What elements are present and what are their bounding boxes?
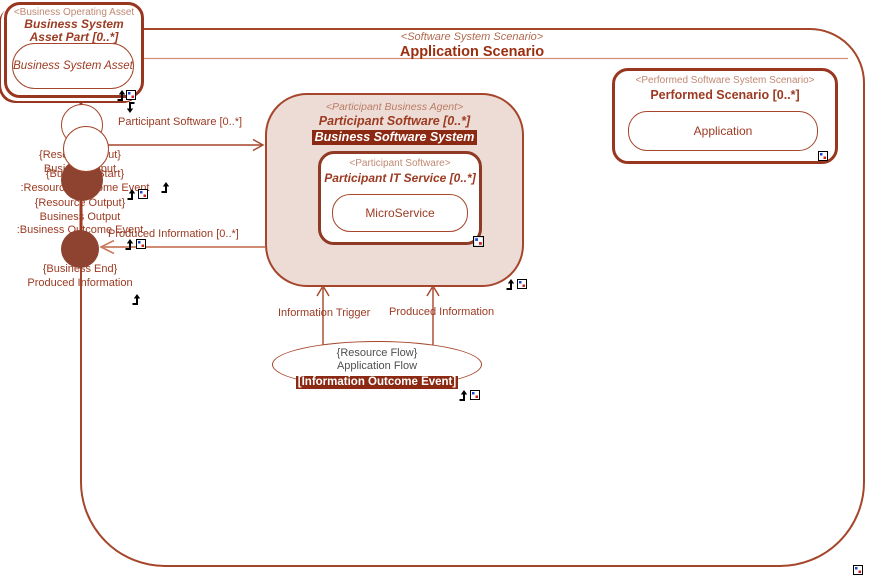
participant-software-box[interactable]: <Participant Business Agent> Participant…	[265, 93, 524, 287]
model-reference-icon[interactable]	[473, 236, 484, 248]
participant-box-title: Participant Software [0..*]	[318, 114, 471, 128]
it-box-stereotype: <Participant Software>	[349, 158, 451, 169]
microservice-label: MicroService	[365, 206, 435, 220]
model-reference-icon[interactable]	[136, 239, 147, 251]
asset-instance-label: Business System Asset	[13, 60, 133, 72]
it-box-title: Participant IT Service [0..*]	[324, 171, 476, 185]
microservice-capsule[interactable]: MicroService	[332, 194, 468, 232]
business-end-label: {Business End} Produced Information	[0, 263, 160, 290]
model-reference-icon[interactable]	[138, 189, 149, 201]
event-circle-filled-2[interactable]	[61, 230, 99, 268]
goto-arrow-icon[interactable]	[160, 182, 171, 194]
application-capsule[interactable]: Application	[628, 111, 818, 151]
asset-box-stereotype: <Business Operating Asset	[13, 7, 135, 18]
produced-information-bottom-connector-label: Produced Information	[389, 306, 495, 318]
goto-arrow-icon[interactable]	[505, 279, 516, 291]
application-scenario-title: <Software System Scenario> Application S…	[80, 31, 864, 60]
resource-output-line1: {Resource Output}	[34, 197, 126, 209]
flow-stereotype: {Resource Flow}	[336, 347, 418, 359]
goto-arrow-icon[interactable]	[124, 239, 135, 251]
application-label: Application	[693, 124, 753, 138]
connector-participant-software[interactable]	[100, 138, 265, 152]
participant-box-stereotype: <Participant Business Agent>	[325, 101, 464, 113]
goto-arrow-down-icon[interactable]	[125, 101, 136, 113]
flow-name: Application Flow	[336, 359, 418, 372]
resource-output-line2: Business Output	[39, 210, 121, 223]
resource-output-label: {Resource Output} Business Output :Busin…	[0, 197, 160, 238]
participant-software-connector-label: Participant Software [0..*]	[118, 116, 243, 128]
model-reference-icon[interactable]	[818, 151, 829, 163]
produced-information-left-connector-label: Produced Information [0..*]	[108, 228, 239, 240]
participant-box-selected-name[interactable]: Business Software System	[311, 130, 478, 145]
application-scenario-container[interactable]	[80, 28, 865, 567]
goto-arrow-icon[interactable]	[131, 294, 142, 306]
model-reference-icon[interactable]	[126, 90, 137, 102]
performed-box-stereotype: <Performed Software System Scenario>	[635, 75, 815, 86]
business-system-asset-part-box[interactable]: <Business Operating Asset Business Syste…	[4, 2, 144, 98]
business-end-line1: {Business End}	[42, 263, 118, 275]
scenario-stereotype: <Software System Scenario>	[400, 31, 544, 43]
application-flow-ellipse[interactable]: {Resource Flow} Application Flow [Inform…	[272, 341, 482, 389]
performed-box-title: Performed Scenario [0..*]	[650, 88, 800, 102]
participant-it-service-box[interactable]: <Participant Software> Participant IT Se…	[318, 151, 484, 248]
business-system-asset-capsule[interactable]: Business System Asset	[12, 43, 134, 89]
goto-arrow-icon[interactable]	[116, 90, 127, 102]
event-circle-open-2[interactable]	[63, 126, 109, 172]
model-reference-icon[interactable]	[853, 565, 864, 577]
model-reference-icon[interactable]	[470, 390, 481, 402]
business-end-line2: Produced Information	[27, 276, 133, 289]
model-reference-icon[interactable]	[517, 279, 528, 291]
information-trigger-connector-label: Information Trigger	[278, 307, 371, 319]
goto-arrow-icon[interactable]	[458, 390, 469, 402]
performed-scenario-box[interactable]: <Performed Software System Scenario> Per…	[612, 68, 838, 164]
flow-selected-name[interactable]: [Information Outcome Event]	[295, 376, 459, 389]
goto-arrow-icon[interactable]	[126, 189, 137, 201]
scenario-name: Application Scenario	[399, 44, 545, 60]
asset-box-title: Business System Asset Part [0..*]	[24, 17, 124, 44]
